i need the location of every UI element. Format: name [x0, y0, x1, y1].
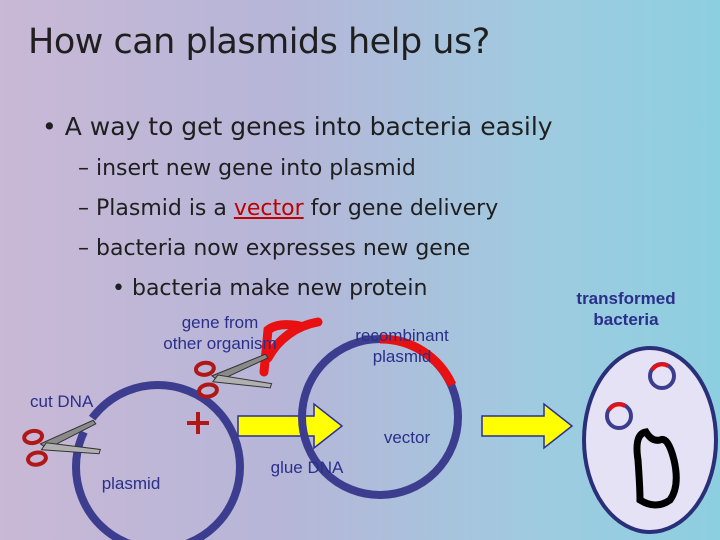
label-plasmid: plasmid [101, 474, 161, 493]
plasmid-ring [72, 381, 244, 540]
dash: – [78, 236, 89, 261]
vector-link[interactable]: vector [233, 196, 304, 221]
label-gene-source: gene from other organism [120, 312, 320, 354]
label-cut-dna: cut DNA [30, 392, 94, 411]
plasmid-small [605, 402, 633, 430]
label-gene-line2: other organism [163, 334, 277, 353]
label-transformed-line2: bacteria [593, 310, 659, 329]
sub-bullet-2-post: for gene delivery [303, 196, 499, 221]
slide-title: How can plasmids help us? [28, 22, 490, 62]
scissors-icon [193, 351, 275, 400]
sub-sub-bullet-1-text: bacteria make new protein [131, 276, 428, 301]
bullet-char: • [42, 112, 57, 141]
dash: – [78, 156, 89, 181]
recombinant-gene-segment [379, 334, 457, 387]
sub-bullet-1: – insert new gene into plasmid [78, 156, 416, 181]
scissors-icon [21, 417, 104, 469]
sub-bullet-1-text: insert new gene into plasmid [96, 156, 416, 181]
plus-sign [187, 412, 209, 434]
chromosome-loop [633, 428, 680, 509]
label-recombinant-line1: recombinant [355, 326, 449, 345]
dash: – [78, 196, 89, 221]
sub-bullet-3: – bacteria now expresses new gene [78, 236, 470, 261]
label-transformed-line1: transformed [576, 289, 676, 308]
sub-bullet-3-text: bacteria now expresses new gene [96, 236, 471, 261]
label-recombinant: recombinant plasmid [332, 325, 472, 367]
gene-fragment [263, 317, 323, 363]
bullet-main-text: A way to get genes into bacteria easily [64, 112, 553, 141]
bullet-char: • [112, 276, 125, 301]
arrow-right [481, 402, 574, 450]
sub-bullet-2-pre: Plasmid is a [96, 196, 234, 221]
plasmid-small [648, 362, 676, 390]
label-vector: vector [383, 428, 431, 447]
sub-bullet-2: – Plasmid is a vector for gene delivery [78, 196, 498, 221]
label-transformed: transformed bacteria [556, 288, 696, 330]
bullet-main: • A way to get genes into bacteria easil… [42, 112, 553, 141]
label-recombinant-line2: plasmid [372, 347, 432, 366]
sub-sub-bullet-1: • bacteria make new protein [112, 276, 427, 301]
label-gene-line1: gene from [181, 313, 259, 332]
label-glue-dna: glue DNA [270, 458, 344, 477]
arrow-right [237, 402, 344, 450]
